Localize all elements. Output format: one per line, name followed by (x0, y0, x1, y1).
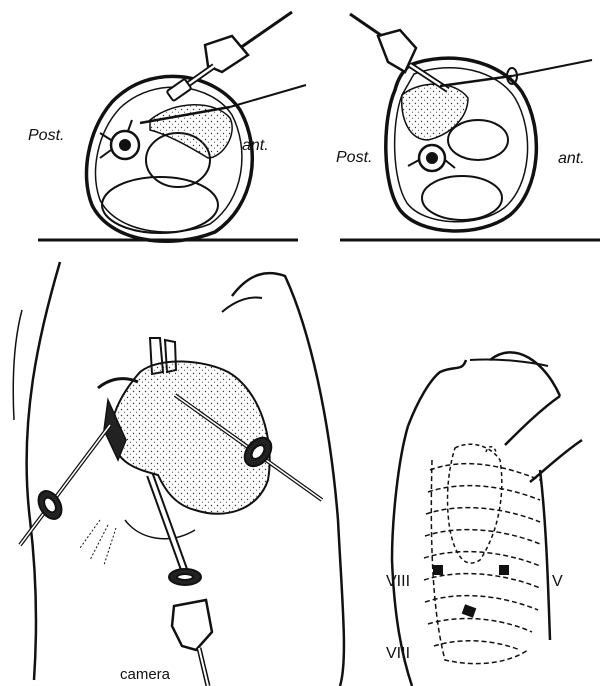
body-outline-left (27, 262, 60, 680)
rib-label-v: V (552, 573, 563, 590)
camera-label: camera (120, 666, 171, 683)
needle-instrument (512, 60, 592, 76)
port-marker (500, 566, 508, 574)
rib-label-viii-lower: VIII (386, 645, 410, 662)
ant-label-left: ant. (242, 137, 269, 154)
ant-label-right: ant. (558, 150, 585, 167)
lung-tissue (111, 361, 269, 513)
camera-instrument (167, 12, 292, 101)
rib-label-viii-upper: VIII (386, 573, 410, 590)
panel-bottom-left (13, 262, 344, 686)
post-label-left: Post. (28, 127, 64, 144)
chest-outline-right (540, 470, 550, 640)
needle-instrument (230, 85, 306, 107)
port-marker (434, 566, 442, 574)
left-trocar (20, 425, 110, 545)
thorax-cross-section (86, 76, 252, 241)
rib-lines (424, 460, 540, 664)
panel-top-left (38, 12, 306, 241)
panel-top-right (340, 14, 600, 240)
port-marker (463, 606, 475, 617)
panel-bottom-right (392, 352, 582, 686)
post-label-right: Post. (336, 149, 372, 166)
